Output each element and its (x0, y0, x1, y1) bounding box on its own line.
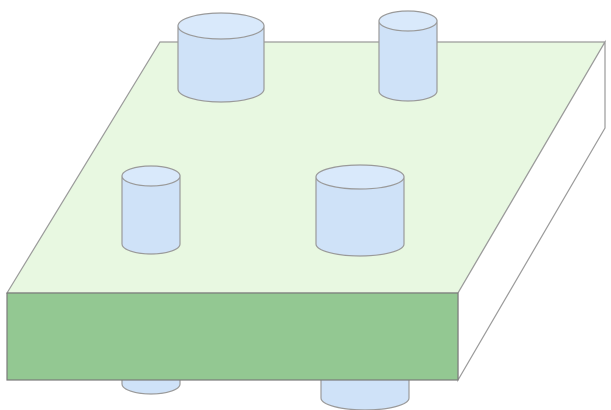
cylinder-top (378, 10, 438, 32)
plate-front-face (6, 292, 459, 381)
cylinder-top (121, 165, 181, 187)
cylinder-body (177, 25, 265, 103)
cylinder-body (121, 175, 181, 255)
cylinder-body (315, 176, 405, 257)
cylinder-middle-left (121, 165, 181, 255)
cylinder-top-right (378, 10, 438, 102)
cylinder-body (378, 20, 438, 102)
cylinder-middle-right (315, 164, 405, 257)
cylinder-top (177, 12, 265, 40)
cylinder-top-left (177, 12, 265, 103)
cylinder-top (315, 164, 405, 190)
